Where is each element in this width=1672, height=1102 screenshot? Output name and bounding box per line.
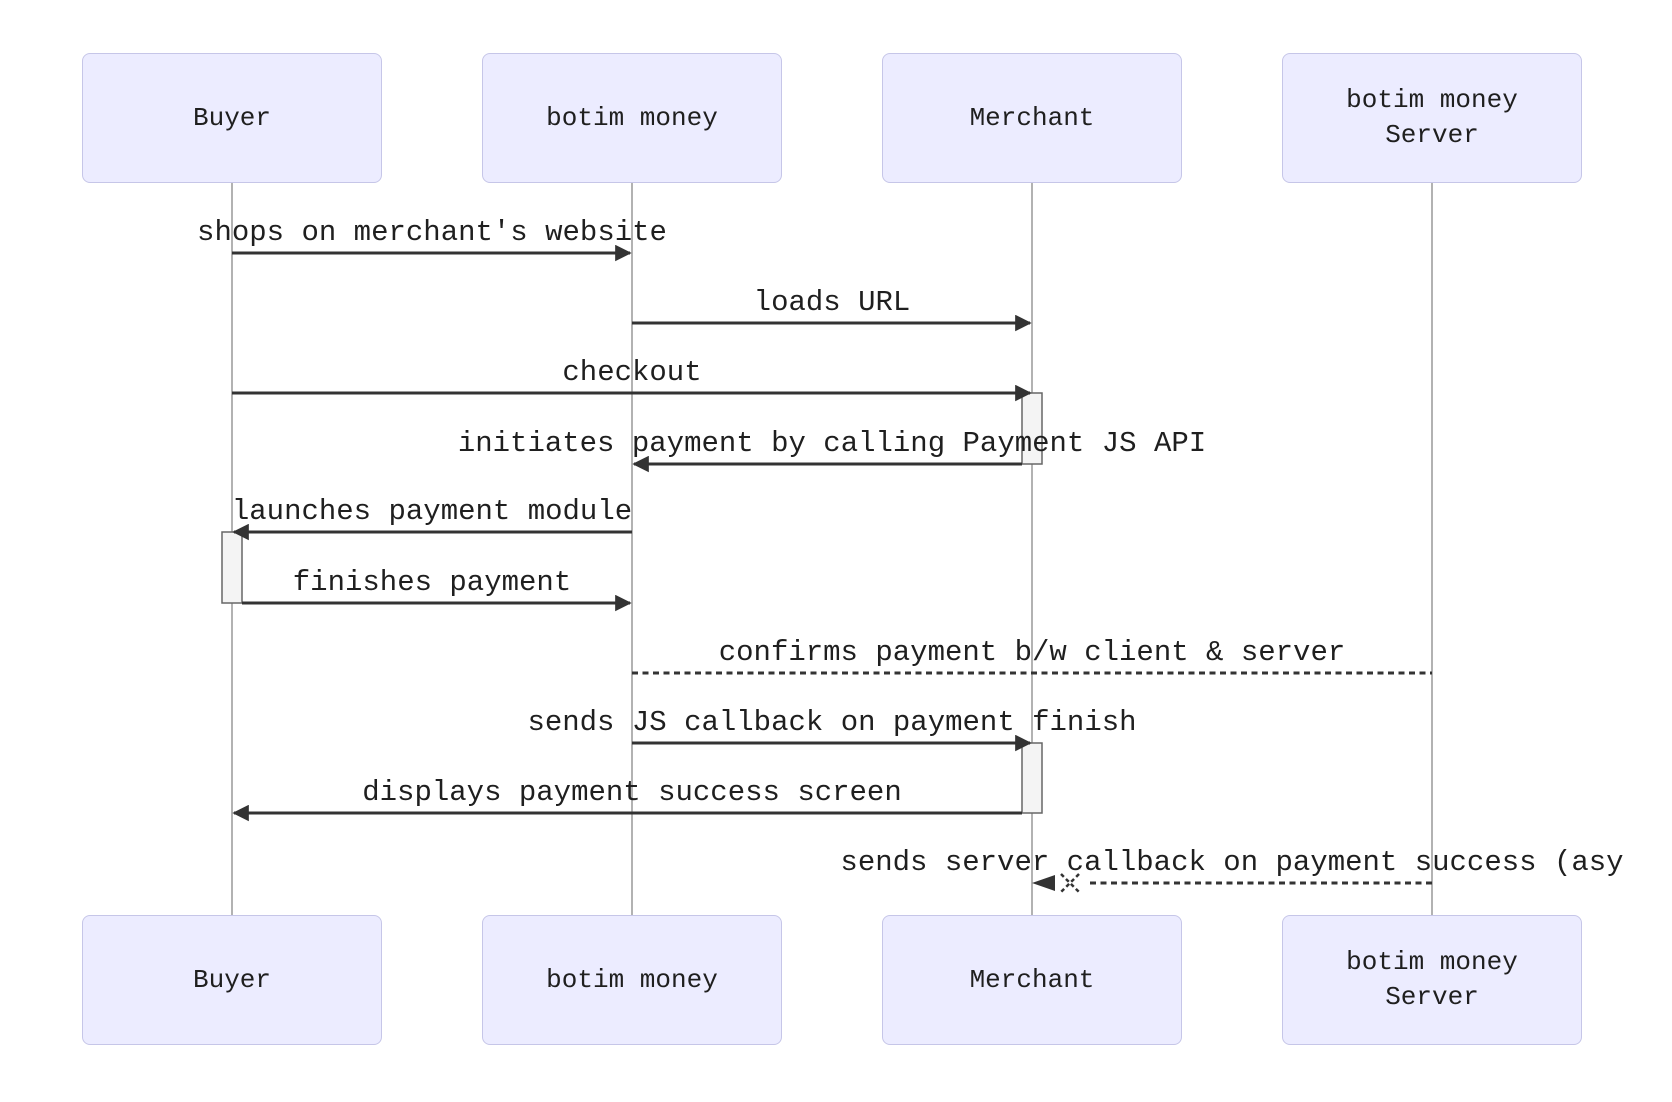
message-label-sends-js-callback: sends JS callback on payment finish: [527, 706, 1137, 739]
actor-label: botim money Server: [1346, 85, 1518, 150]
message-label-sends-server-callback: sends server callback on payment success…: [840, 846, 1624, 879]
actor-box-botim-money-server-bottom: botim money Server: [1282, 915, 1582, 1045]
message-label-confirms-payment: confirms payment b/w client & server: [718, 636, 1346, 669]
activation-bar-merchant-2: [1021, 742, 1043, 814]
actor-label: botim money Server: [1346, 947, 1518, 1012]
actor-box-botim-money-server-top: botim money Server: [1282, 53, 1582, 183]
cross-icon: [1060, 873, 1080, 893]
actor-box-botim-money-top: botim money: [482, 53, 782, 183]
actor-label: botim money: [546, 102, 718, 133]
actor-box-merchant-bottom: Merchant: [882, 915, 1182, 1045]
activation-bar-buyer: [221, 531, 243, 604]
message-label-initiates-payment: initiates payment by calling Payment JS …: [457, 427, 1207, 460]
actor-label: botim money: [546, 964, 718, 995]
actor-label: Buyer: [192, 964, 271, 995]
message-label-displays-payment-success: displays payment success screen: [362, 776, 902, 809]
actor-label: Merchant: [969, 964, 1095, 995]
message-label-loads-url: loads URL: [753, 286, 911, 319]
message-label-checkout: checkout: [562, 356, 702, 389]
actor-box-buyer-top: Buyer: [82, 53, 382, 183]
message-label-shops-on-merchants-website: shops on merchant's website: [197, 216, 667, 249]
actor-box-botim-money-bottom: botim money: [482, 915, 782, 1045]
actor-box-merchant-top: Merchant: [882, 53, 1182, 183]
activation-bar-merchant-1: [1021, 392, 1043, 465]
arrowhead-icon: [1032, 875, 1055, 891]
message-label-launches-payment-module: launches payment module: [231, 495, 633, 528]
actor-label: Merchant: [969, 102, 1095, 133]
message-label-finishes-payment: finishes payment: [292, 566, 572, 599]
actor-label: Buyer: [192, 102, 271, 133]
cross-icon: [1060, 873, 1080, 893]
actor-box-buyer-bottom: Buyer: [82, 915, 382, 1045]
